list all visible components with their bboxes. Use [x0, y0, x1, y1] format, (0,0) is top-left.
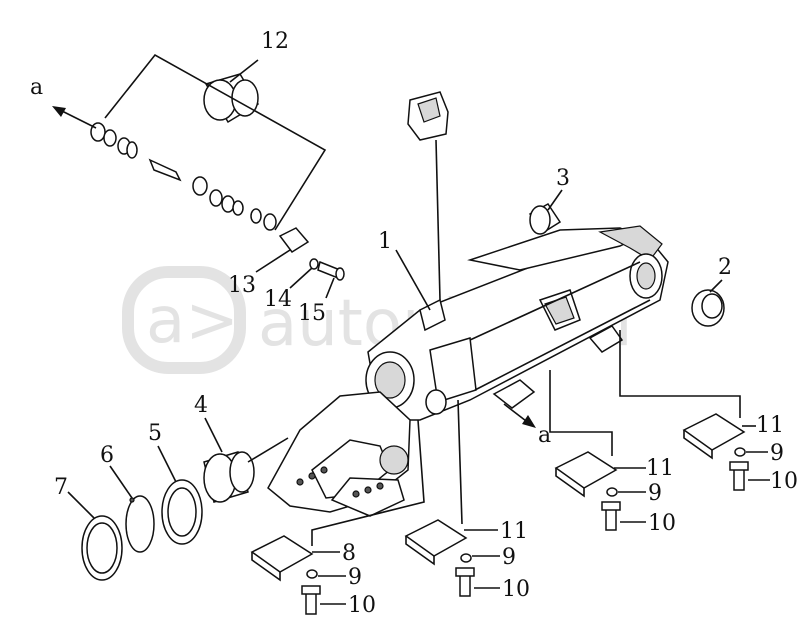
part-2-cap: [691, 289, 725, 327]
leader-2: [709, 279, 723, 293]
callout-10-right: 10: [770, 469, 798, 494]
leader-13: [255, 249, 291, 273]
callout-11-mid: 11: [500, 519, 528, 544]
leader-4: [204, 417, 223, 453]
leader-6: [109, 465, 133, 499]
leader-3: [547, 189, 563, 211]
callout-9-mid-right: 9: [648, 481, 662, 506]
main-housing: [267, 225, 669, 517]
callout-10-mid-right: 10: [648, 511, 676, 536]
guard-plate-group-right: [619, 330, 749, 491]
part-6-snap-ring: [125, 495, 155, 553]
callout-10-mid: 10: [502, 577, 530, 602]
callout-2: 2: [718, 255, 732, 280]
callout-12: 12: [261, 29, 289, 54]
watermark-glyph: a>: [146, 284, 239, 358]
callout-13: 13: [228, 273, 256, 298]
part-3-bushing: [528, 203, 562, 235]
part-4-ring: [203, 451, 255, 503]
arrow-a-head: [52, 106, 66, 117]
callout-11-right: 11: [756, 413, 784, 438]
part-12-leader: [229, 59, 259, 83]
callout-10-left: 10: [348, 593, 376, 618]
part-7-seal-ring: [81, 515, 123, 581]
callout-4: 4: [194, 393, 208, 418]
leader-7: [67, 491, 95, 519]
top-bracket: [407, 91, 449, 301]
leader-5: [157, 445, 177, 483]
guard-plate-group-left: [250, 419, 425, 615]
part-13-plate: [278, 227, 310, 254]
arrow-a-shaft: [59, 109, 97, 129]
callout-9-mid: 9: [502, 545, 516, 570]
callout-6: 6: [100, 443, 114, 468]
part-12-group-bracket: [104, 53, 327, 231]
arrow-a2-head: [522, 415, 536, 428]
callout-1: 1: [378, 229, 392, 254]
part-15-bolt: [317, 260, 345, 281]
callout-5: 5: [148, 421, 162, 446]
callout-14: 14: [264, 287, 292, 312]
callout-3: 3: [556, 166, 570, 191]
callout-15: 15: [298, 301, 326, 326]
leader-4b: [247, 437, 289, 463]
part-14-washer: [309, 258, 319, 270]
seal-stack: [90, 122, 277, 231]
leader-14: [289, 267, 313, 289]
guard-plate-group-mid-right: [549, 370, 621, 531]
leader-1: [395, 249, 431, 311]
callout-a-lower: a: [538, 423, 551, 448]
callout-9-left: 9: [348, 565, 362, 590]
part-5-seal-ring: [161, 479, 203, 545]
leader-15: [325, 277, 335, 299]
callout-8: 8: [342, 541, 356, 566]
callout-9-right: 9: [770, 441, 784, 466]
callout-7: 7: [54, 475, 68, 500]
callout-11-mid-right: 11: [646, 456, 674, 481]
guard-plate-group-mid: [404, 399, 475, 597]
callout-a-upper: a: [30, 75, 43, 100]
